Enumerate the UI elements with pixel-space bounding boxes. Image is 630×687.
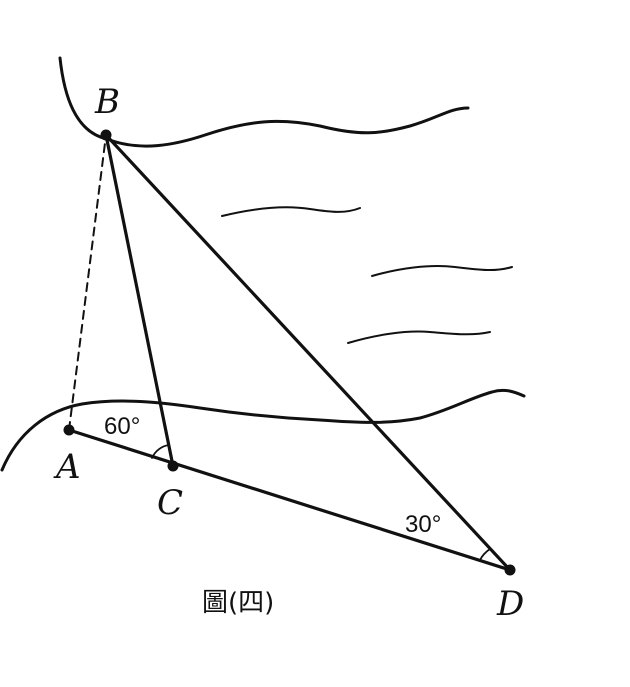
water-ripple-3	[347, 330, 491, 344]
point-B-dot	[100, 129, 112, 141]
segment-BD	[104, 133, 512, 572]
angle-arc-D	[479, 548, 491, 561]
angle-arc-C	[151, 444, 170, 459]
point-C-label: C	[157, 483, 183, 523]
point-D-label: D	[496, 584, 524, 624]
point-A-label: A	[53, 447, 81, 487]
figure-caption: 圖(四)	[202, 588, 274, 618]
upper-bank-curve	[58, 56, 470, 148]
lower-bank-curve	[0, 388, 526, 472]
point-A-dot	[63, 424, 75, 436]
water-ripple-1	[221, 206, 361, 217]
point-D-dot	[504, 564, 516, 576]
angle-label-D: 30°	[405, 511, 441, 538]
segment-BC	[104, 133, 175, 468]
segment-AB-dashed	[68, 134, 107, 431]
angle-label-C: 60°	[104, 413, 140, 440]
segment-AD	[67, 428, 512, 572]
point-C-dot	[167, 460, 179, 472]
point-B-label: B	[94, 82, 120, 122]
water-ripple-2	[371, 265, 513, 277]
